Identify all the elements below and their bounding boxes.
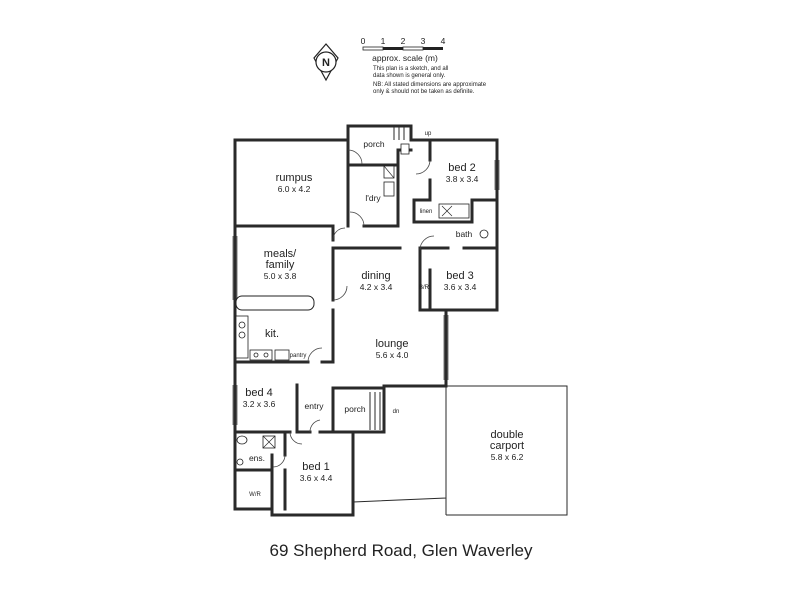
scale-tick-3: 3: [421, 36, 426, 46]
room-dims-bed3: 3.6 x 3.4: [444, 282, 477, 292]
room-name-bed1: bed 1: [302, 461, 330, 473]
room-name-kit: kit.: [265, 328, 279, 340]
label-porch-entry: porch: [344, 404, 366, 414]
scale-tick-2: 2: [401, 36, 406, 46]
note-line-4: only & should not be taken as definite.: [373, 89, 475, 95]
label-bir-bed3: B/R: [419, 285, 430, 291]
room-name-double: double: [490, 429, 523, 441]
scale-tick-4: 4: [441, 36, 446, 46]
scale-tick-1: 1: [381, 36, 386, 46]
fixtures: [235, 143, 489, 466]
note-line-1: This plan is a sketch, and all: [373, 66, 448, 72]
room-dims-dining: 4.2 x 3.4: [360, 282, 393, 292]
room-dims-lounge: 5.6 x 4.0: [376, 350, 409, 360]
label-dn: dn: [393, 409, 400, 415]
room-dims-carport: 5.8 x 6.2: [491, 452, 524, 462]
room-name-bed3: bed 3: [446, 270, 474, 282]
room-name-meals: meals/: [264, 248, 297, 260]
room-name-lounge: lounge: [375, 338, 408, 350]
scale-bar: 0 1 2 3 4 approx. scale (m): [361, 36, 446, 63]
label-entry: entry: [305, 401, 325, 411]
room-name-bed2: bed 2: [448, 162, 476, 174]
scale-label: approx. scale (m): [372, 53, 438, 63]
steps: [369, 126, 405, 430]
room-dims-bed4: 3.2 x 3.6: [243, 399, 276, 409]
room-dims-meals: 5.0 x 3.8: [264, 271, 297, 281]
disclaimer-notes: This plan is a sketch, and all data show…: [373, 66, 487, 95]
room-name-rumpus: rumpus: [276, 172, 313, 184]
label-linen: linen: [420, 209, 433, 215]
carport-outline: [352, 385, 568, 516]
scale-tick-0: 0: [361, 36, 366, 46]
label-up: up: [425, 131, 432, 137]
label-pantry: pantry: [290, 353, 307, 359]
room-name-dining: dining: [361, 270, 390, 282]
walls: [233, 124, 499, 517]
north-label: N: [322, 57, 330, 69]
door-swings: [272, 149, 435, 468]
room-dims-bed2: 3.8 x 3.4: [446, 174, 479, 184]
label-ensuite: ens.: [249, 453, 265, 463]
room-dims-bed1: 3.6 x 4.4: [300, 473, 333, 483]
room-name-bed4: bed 4: [245, 387, 273, 399]
room-dims-rumpus: 6.0 x 4.2: [278, 184, 311, 194]
note-line-3: NB: All stated dimensions are approximat…: [373, 82, 487, 88]
windows: [232, 160, 500, 425]
property-address: 69 Shepherd Road, Glen Waverley: [269, 541, 533, 560]
room-name-family: family: [266, 259, 295, 271]
label-porch-top: porch: [363, 139, 385, 149]
label-laundry: l'dry: [365, 193, 381, 203]
label-wir: W/R: [249, 492, 261, 498]
north-arrow-icon: N: [313, 43, 339, 82]
label-bath: bath: [456, 229, 473, 239]
note-line-2: data shown is general only.: [373, 73, 446, 79]
room-name-carport: carport: [490, 440, 524, 452]
